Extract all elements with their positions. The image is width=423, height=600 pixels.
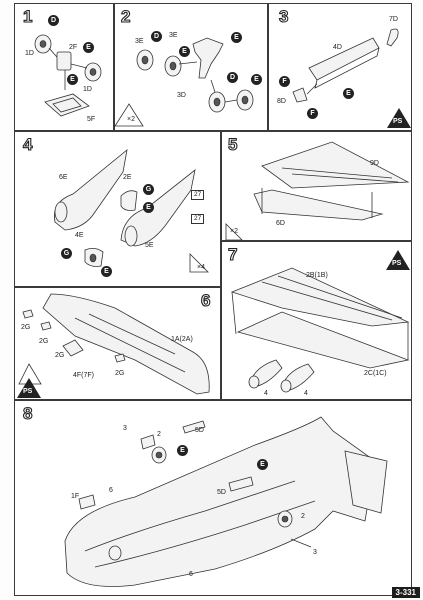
part-label: 3 [123,425,127,432]
part-label: 4 [304,390,308,397]
part-label: 4E [75,232,84,239]
part-label: 6 [189,571,193,578]
part-label: 3E [169,32,178,39]
paint-tag: PS [23,388,33,395]
step-3-drawing [292,28,399,103]
part-label: 2 [157,431,161,438]
step-8-drawing [64,416,388,587]
part-label: 7D [389,16,398,23]
reference-tag: 27 [191,214,205,224]
part-label: 2G [39,338,49,345]
step-7-panel: 7 2B(1B) 2C(1C) 4 4 PS [221,241,412,400]
paint-tag: PS [392,260,402,267]
part-label: 2F [69,44,78,51]
paint-tag: PS [393,118,403,125]
step-number: 1 [22,6,33,26]
paint-triangle-icon [387,108,411,128]
part-tree-badge: E [101,266,112,277]
part-label: 1A(2A) [171,336,193,343]
step-4-panel: 4 6E 2E G E 27 27 4E G E 5E ×4 [14,131,221,287]
part-label: 2G [115,370,125,377]
part-label: 2B(1B) [306,272,328,279]
part-label: 3 [313,549,317,556]
part-tree-badge: E [67,74,78,85]
paint-triangle-icon [17,378,41,398]
part-tree-badge: G [143,184,154,195]
step-1-drawing [34,34,102,117]
part-label: 4F(7F) [73,372,94,379]
part-tree-badge: D [48,15,59,26]
step-3-panel: 3 7D 4D F E 8D F PS [268,3,412,131]
multiplier-label: ×4 [197,264,205,271]
step-5-drawing [225,141,410,241]
multiplier-label: ×2 [127,116,135,123]
step-number: 8 [22,403,33,423]
part-tree-badge: G [61,248,72,259]
step-number: 4 [22,134,33,154]
step-2-panel: 2 3E D 3E E E D 3D E ×2 [114,3,268,131]
part-tree-badge: E [251,74,262,85]
part-tree-badge: E [231,32,242,43]
part-label: 2C(1C) [364,370,387,377]
step-number: 3 [278,6,289,26]
multiplier-label: ×2 [230,228,238,235]
step-8-panel: 8 3 2 5D E E 1F 6 5D 2 3 6 [14,400,412,596]
part-tree-badge: D [227,72,238,83]
part-label: 5F [87,116,96,123]
step-number: 5 [227,134,238,154]
step-2-drawing [114,37,254,127]
part-label: 6 [109,487,113,494]
part-label: 1D [25,50,34,57]
part-label: 9D [370,160,379,167]
reference-tag: 27 [191,190,205,200]
part-tree-badge: E [83,42,94,53]
paint-triangle-icon [386,250,410,270]
part-label: 1F [71,493,80,500]
part-tree-badge: E [143,202,154,213]
step-6-panel: 6 2G 2G 2G 1A(2A) 4F(7F) 2G PS [14,287,221,400]
step-1-panel: 1 D 1D 2F E E 1D 5F [14,3,114,131]
part-label: 3E [135,38,144,45]
part-label: 6D [276,220,285,227]
step-5-panel: 5 9D 6D ×2 [221,131,412,241]
part-label: 5D [195,427,204,434]
part-label: 2 [301,513,305,520]
part-tree-badge: F [279,76,290,87]
part-tree-badge: E [177,445,188,456]
step-7-drawing [230,267,410,393]
part-tree-badge: E [257,459,268,470]
part-tree-badge: E [179,46,190,57]
step-number: 7 [227,244,238,264]
part-label: 4D [333,44,342,51]
step-4-drawing [54,149,209,273]
sheet-code: 3-331 [391,587,420,598]
part-label: 3D [177,92,186,99]
part-label: 2E [123,174,132,181]
part-tree-badge: F [307,108,318,119]
part-label: 6E [59,174,68,181]
part-label: 2G [55,352,65,359]
step-number: 6 [200,290,211,310]
part-label: 1D [83,86,92,93]
part-label: 5E [145,242,154,249]
part-label: 2G [21,324,31,331]
step-number: 2 [120,6,131,26]
part-label: 4 [264,390,268,397]
part-label: 8D [277,98,286,105]
part-label: 5D [217,489,226,496]
part-tree-badge: E [343,88,354,99]
part-tree-badge: D [151,31,162,42]
